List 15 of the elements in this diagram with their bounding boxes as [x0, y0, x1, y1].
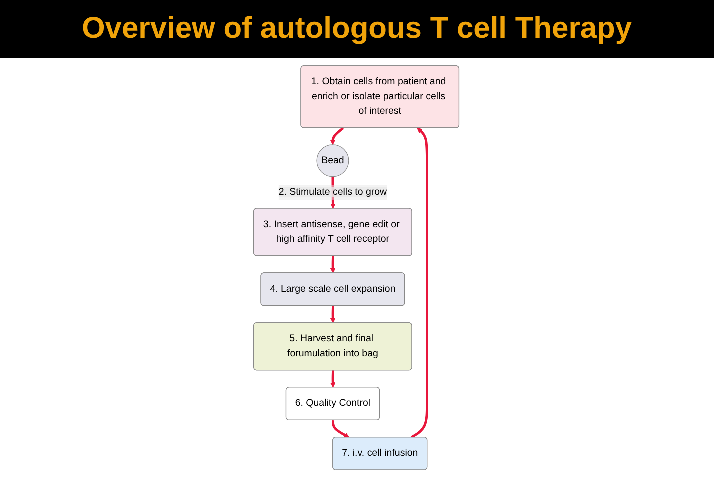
process-step-box: 6. Quality Control	[286, 387, 380, 421]
process-step-box: 3. Insert antisense, gene edit or high affinity T cell receptor	[254, 208, 413, 256]
bead-cell-circle: Bead	[317, 144, 350, 178]
arrow	[330, 127, 345, 146]
arrow	[332, 420, 350, 438]
arrow	[330, 370, 336, 388]
title: Overview of autologous T cell Therapy	[82, 12, 632, 46]
arrow	[330, 256, 336, 274]
process-step-box: 4. Large scale cell expansion	[261, 272, 406, 306]
edge-label: 2. Stimulate cells to grow	[279, 185, 388, 200]
arrow	[330, 306, 336, 324]
process-step-box: 1. Obtain cells from patient and enrich or isolate particular cells of interest	[301, 66, 460, 128]
arrow	[411, 128, 429, 439]
process-step-box: 5. Harvest and final forumulation into bag	[254, 322, 413, 371]
process-step-box: 7. i.v. cell infusion	[333, 436, 428, 470]
